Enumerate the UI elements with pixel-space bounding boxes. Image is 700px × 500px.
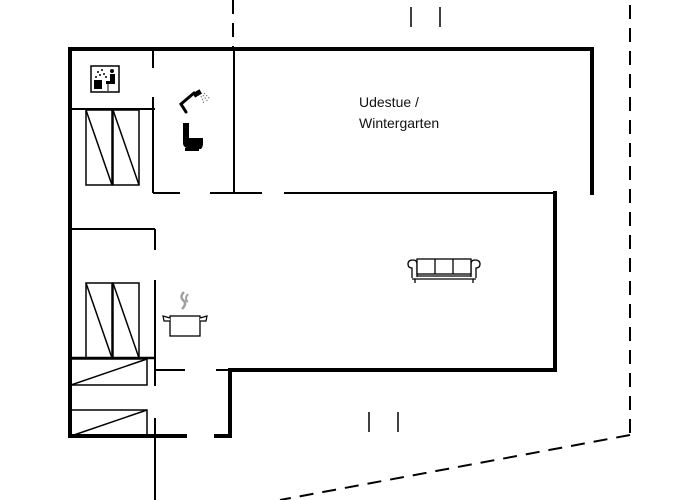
sunroom-label-line2: Wintergarten: [359, 115, 440, 131]
bed-group-bottom: [70, 356, 155, 437]
exterior-walls: [68, 47, 594, 438]
cooking-pot-icon: [162, 291, 208, 337]
sofa-icon: [407, 258, 481, 283]
sauna-icon: [90, 65, 120, 93]
shower-icon: [179, 89, 211, 114]
bed-group-top: [85, 109, 140, 186]
interior-walls: [70, 49, 555, 500]
sunroom-label-line1: Udestue /: [359, 94, 419, 110]
step-marks: [368, 7, 441, 432]
bed-group-middle: [85, 282, 140, 359]
toilet-icon: [183, 123, 203, 151]
terrace-outline: [232, 0, 631, 500]
